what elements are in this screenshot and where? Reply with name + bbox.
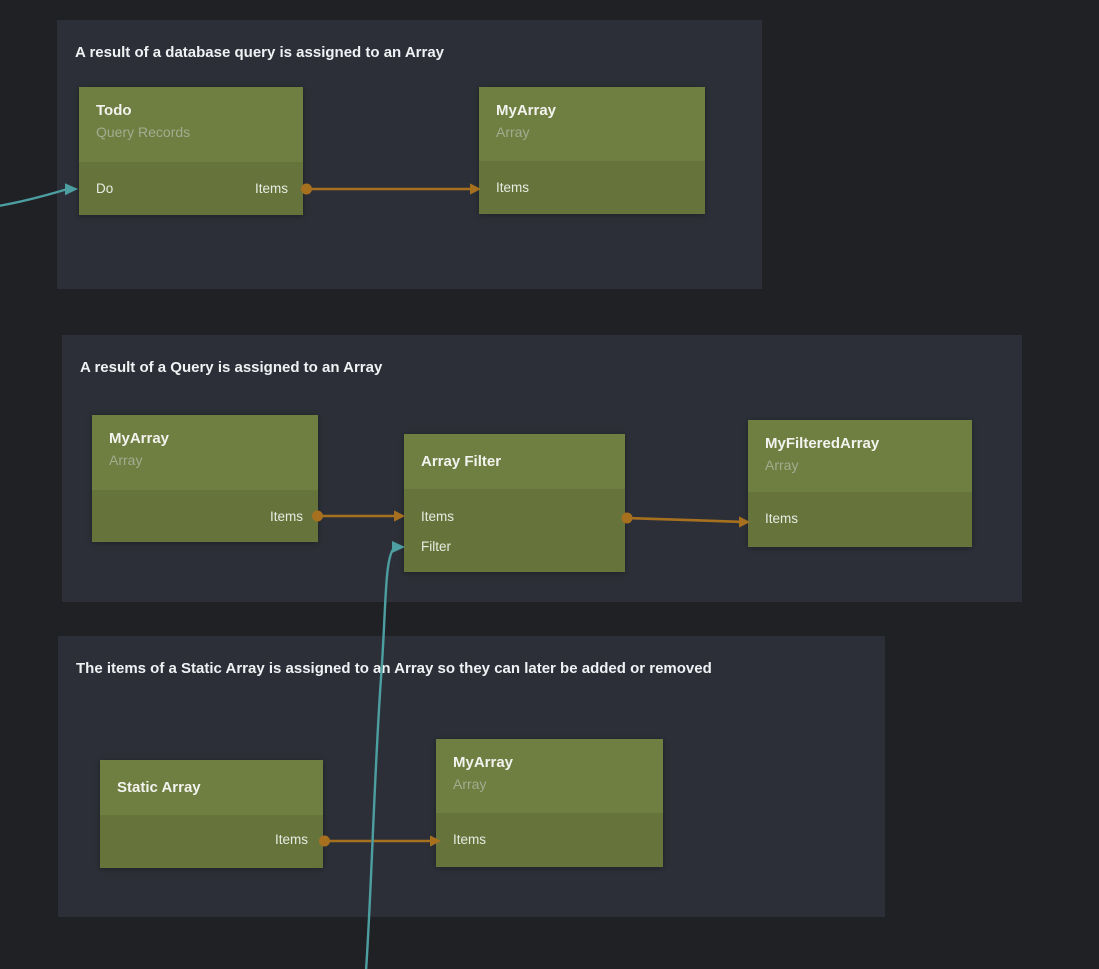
node-static-array[interactable]: Static Array Items <box>100 760 323 868</box>
group-title: The items of a Static Array is assigned … <box>76 660 712 677</box>
port-items-input[interactable]: Items <box>421 509 455 524</box>
node-title: Array Filter <box>421 452 502 470</box>
node-title: MyFilteredArray <box>765 435 880 452</box>
node-header: Todo Query Records <box>79 87 303 162</box>
node-title: MyArray <box>453 754 514 771</box>
node-subtitle: Array <box>453 776 487 792</box>
node-header: MyFilteredArray Array <box>748 420 972 492</box>
node-myarray-bottom[interactable]: MyArray Array Items <box>436 739 663 867</box>
port-do-input[interactable]: Do <box>96 181 114 196</box>
node-body: Items <box>436 813 663 867</box>
port-items-output[interactable]: Items <box>269 509 303 524</box>
port-items-input[interactable]: Items <box>496 180 530 195</box>
node-title: Todo <box>96 102 132 119</box>
node-array-filter[interactable]: Array Filter Items Filter <box>404 434 625 572</box>
node-header: MyArray Array <box>92 415 318 490</box>
node-header: MyArray Array <box>436 739 663 813</box>
node-body: Items <box>92 490 318 542</box>
node-header: Static Array <box>100 760 323 815</box>
port-items-output[interactable]: Items <box>254 181 288 196</box>
node-subtitle: Array <box>496 124 530 140</box>
node-body: Items <box>100 815 323 868</box>
node-header: MyArray Array <box>479 87 705 161</box>
node-subtitle: Array <box>109 452 143 468</box>
node-subtitle: Array <box>765 457 799 473</box>
node-subtitle: Query Records <box>96 124 191 140</box>
group-title: A result of a Query is assigned to an Ar… <box>80 359 383 376</box>
port-items-input[interactable]: Items <box>765 511 799 526</box>
group-title: A result of a database query is assigned… <box>75 44 445 61</box>
node-title: Static Array <box>117 778 201 796</box>
node-todo-query-records[interactable]: Todo Query Records Do Items <box>79 87 303 215</box>
node-title: MyArray <box>496 102 557 119</box>
node-body: Items <box>748 492 972 547</box>
node-title: MyArray <box>109 430 170 447</box>
node-header: Array Filter <box>404 434 625 489</box>
port-items-input[interactable]: Items <box>453 832 487 847</box>
node-body: Do Items <box>79 162 303 215</box>
node-body: Items <box>479 161 705 214</box>
node-myarray-middle[interactable]: MyArray Array Items <box>92 415 318 542</box>
port-items-output[interactable]: Items <box>274 832 308 847</box>
port-filter-input[interactable]: Filter <box>421 539 451 554</box>
node-body: Items Filter <box>404 489 625 572</box>
node-myarray-top[interactable]: MyArray Array Items <box>479 87 705 214</box>
node-myfilteredarray[interactable]: MyFilteredArray Array Items <box>748 420 972 547</box>
